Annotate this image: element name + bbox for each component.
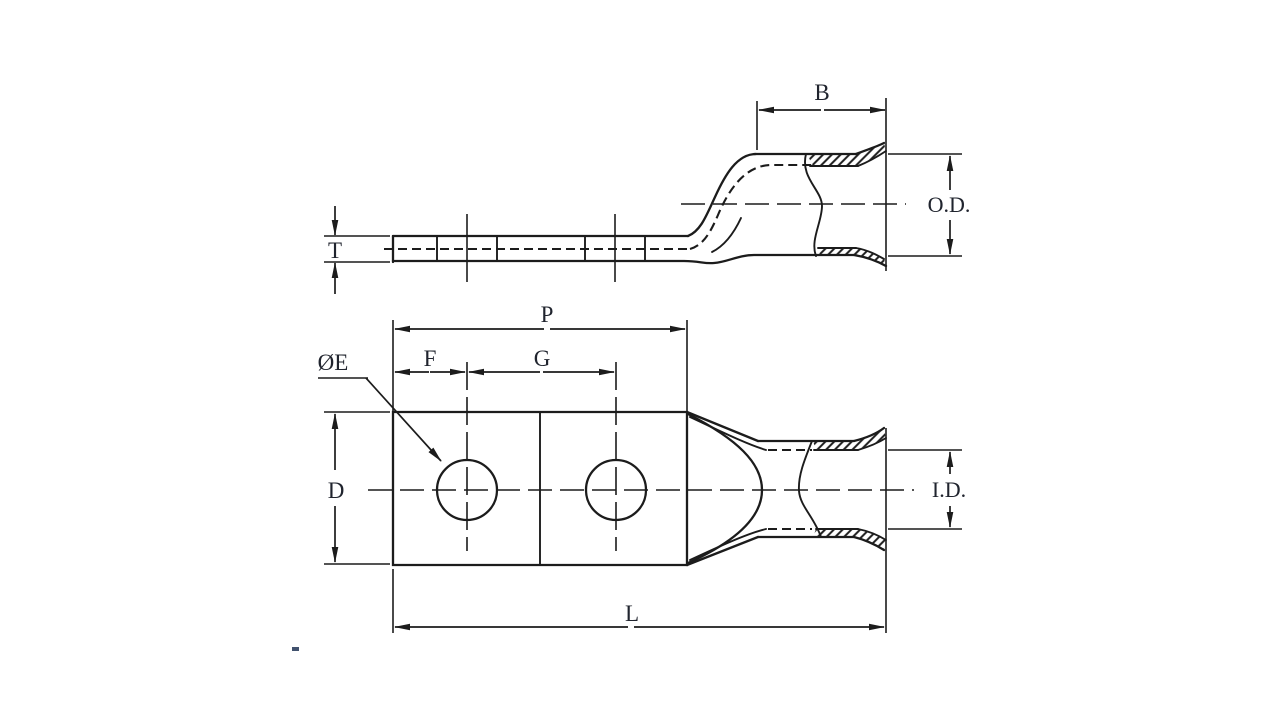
stray-mark [292, 647, 299, 651]
plan-break-line [797, 440, 822, 538]
bend-inner-curve [711, 217, 742, 253]
plan-top-wall-hatch [813, 429, 886, 450]
barrel-top-wall-hatch [807, 143, 886, 166]
label-hole-diameter: ØE [318, 350, 349, 375]
label-overall-length: L [625, 601, 639, 626]
dimension-L: L [392, 569, 885, 633]
callout-hole-diameter: ØE [318, 350, 442, 462]
side-view: T B O.D. [324, 80, 970, 294]
dimension-G: G [468, 346, 615, 376]
taper-top-line [685, 410, 760, 443]
flare-bottom-outer [852, 253, 888, 268]
break-line [804, 153, 823, 257]
plan-flare-bottom-inner [857, 528, 887, 541]
barrel-bottom-wall-hatch [818, 248, 886, 266]
label-pad-width: D [328, 478, 345, 503]
dimension-ID: I.D. [888, 449, 966, 530]
bend-outer-curve [686, 152, 758, 238]
dimension-F: F [394, 346, 466, 376]
flare-top-outer [854, 141, 886, 156]
taper-top-seam [689, 416, 767, 451]
dimension-P: P [392, 302, 688, 411]
leader-arrow [365, 377, 442, 462]
taper-bottom-seam [689, 528, 767, 561]
dimension-D: D [324, 411, 390, 565]
plan-view: P F G ØE D [318, 302, 966, 633]
mouth-transition-arc [686, 412, 764, 565]
label-inner-diameter: I.D. [932, 477, 966, 502]
label-hole-offset: F [424, 346, 437, 371]
plan-flare-top-inner [857, 437, 887, 451]
label-thickness: T [328, 238, 342, 263]
taper-bottom-line [685, 535, 760, 567]
plan-bottom-wall-hatch [813, 529, 886, 549]
label-pad-length: P [541, 302, 554, 327]
flare-top-inner [857, 150, 887, 167]
flare-bottom-inner [855, 247, 885, 260]
label-barrel-length: B [814, 80, 829, 105]
label-outer-diameter: O.D. [928, 192, 971, 217]
dimension-B: B [756, 80, 886, 150]
label-hole-spacing: G [534, 346, 551, 371]
bore-top-hidden-line [689, 163, 816, 251]
tongue-bottom-edge [391, 253, 856, 265]
plan-flare-bottom-outer [852, 535, 886, 552]
plan-flare-top-outer [852, 426, 886, 443]
dimension-T: T [324, 206, 390, 294]
dimension-OD: O.D. [888, 153, 971, 257]
